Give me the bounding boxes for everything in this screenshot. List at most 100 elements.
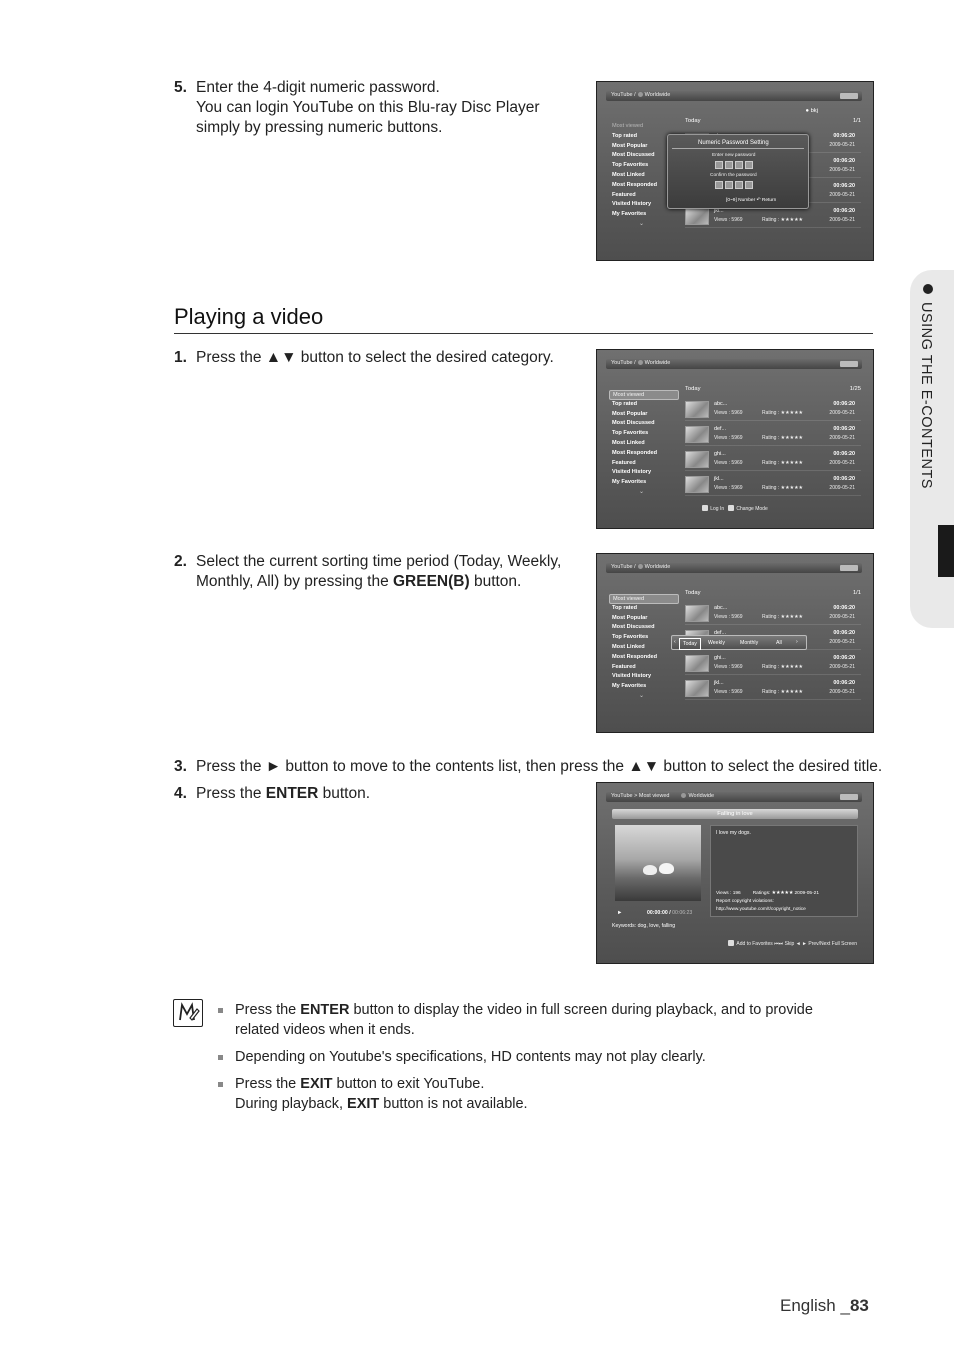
menu-item[interactable]: Most Responded bbox=[612, 653, 658, 660]
menu-item[interactable]: Top rated bbox=[612, 132, 638, 139]
b-button-icon bbox=[728, 940, 735, 946]
confirm-password-input[interactable] bbox=[715, 181, 753, 189]
menu-item[interactable]: Most Popular bbox=[612, 142, 648, 149]
screen-topbar: YouTube /Worldwide bbox=[606, 359, 862, 369]
globe-icon bbox=[637, 92, 643, 97]
screen-footer: Log In Change Mode bbox=[597, 505, 873, 512]
dialog-hint: [0~9] Number ↶ Return bbox=[726, 198, 777, 203]
step-number: 1. bbox=[174, 349, 187, 366]
menu-item[interactable]: Top rated bbox=[612, 604, 638, 611]
video-description: I love my dogs. bbox=[716, 830, 751, 836]
sort-option-monthly[interactable]: Monthly bbox=[740, 640, 759, 646]
menu-item[interactable]: Most Discussed bbox=[612, 420, 655, 427]
menu-item[interactable]: Top Favorites bbox=[612, 162, 649, 169]
sort-option-all[interactable]: All bbox=[776, 640, 782, 646]
step-text: Select the current sorting time period (… bbox=[196, 553, 562, 570]
menu-item[interactable]: Top Favorites bbox=[612, 634, 649, 641]
thumbnail bbox=[685, 426, 709, 443]
menu-item[interactable]: Featured bbox=[612, 459, 636, 466]
side-tab-marker bbox=[938, 525, 954, 577]
b-button-icon bbox=[728, 505, 735, 511]
menu-item[interactable]: Most Popular bbox=[612, 410, 648, 417]
menu-item[interactable]: Most Popular bbox=[612, 614, 648, 621]
page-number: 83 bbox=[849, 1296, 869, 1315]
menu-item[interactable]: My Favorites bbox=[612, 211, 647, 218]
step-text: Press the ► button to move to the conten… bbox=[196, 758, 883, 775]
password-input[interactable] bbox=[715, 161, 753, 169]
menu-item-selected[interactable]: Most viewed bbox=[609, 594, 679, 604]
menu-item[interactable]: Top rated bbox=[612, 400, 638, 407]
menu-item-selected[interactable]: Most viewed bbox=[609, 390, 679, 400]
divider bbox=[174, 333, 873, 334]
menu-item[interactable]: Visited History bbox=[612, 201, 652, 208]
note-item: Press the EXIT button to exit YouTube.Du… bbox=[218, 1074, 858, 1114]
step-1: 1. Press the ▲▼ button to select the des… bbox=[174, 348, 554, 368]
menu-item[interactable]: Most viewed bbox=[612, 123, 644, 129]
menu-item[interactable]: Most Responded bbox=[612, 449, 658, 456]
screenshot-password: YouTube /Worldwide ● bkj Most viewed Top… bbox=[596, 81, 874, 261]
sort-period-bar[interactable]: ‹ Today Weekly Monthly All › bbox=[671, 635, 807, 650]
user-icon: ● bbox=[805, 108, 809, 114]
menu-item[interactable]: Most Responded bbox=[612, 181, 658, 188]
menu-item[interactable]: Most Linked bbox=[612, 439, 645, 446]
screenshot-category-list: YouTube /Worldwide Most viewed Top rated… bbox=[596, 349, 874, 529]
video-frame[interactable] bbox=[615, 825, 701, 901]
button-name: ENTER bbox=[265, 785, 319, 802]
screenshot-sort-period: YouTube /Worldwide Most viewed Top rated… bbox=[596, 553, 874, 733]
play-icon[interactable]: ► bbox=[617, 910, 623, 916]
chevron-left-icon[interactable]: ‹ bbox=[674, 639, 676, 645]
step-number: 5. bbox=[174, 79, 187, 96]
button-name: GREEN(B) bbox=[393, 573, 470, 590]
menu-item[interactable]: Featured bbox=[612, 191, 636, 198]
step-number: 4. bbox=[174, 785, 187, 802]
sort-option-weekly[interactable]: Weekly bbox=[708, 640, 725, 646]
note-item: Depending on Youtube's specifications, H… bbox=[218, 1047, 858, 1067]
chevron-down-icon: ⌄ bbox=[639, 221, 645, 227]
breadcrumb: YouTube / bbox=[611, 92, 636, 98]
region-label: Worldwide bbox=[644, 92, 671, 98]
field-label: Enter new password bbox=[712, 153, 756, 158]
video-content bbox=[659, 863, 674, 874]
note-item: Press the ENTER button to display the vi… bbox=[218, 1000, 858, 1040]
login-hint: Log In bbox=[710, 506, 725, 512]
category-menu: Most viewed Top rated Most Popular Most … bbox=[609, 594, 679, 692]
thumbnail bbox=[685, 655, 709, 672]
menu-item[interactable]: Top Favorites bbox=[612, 430, 649, 437]
step-number: 3. bbox=[174, 758, 187, 775]
page-indicator: 1/1 bbox=[852, 118, 861, 124]
menu-item[interactable]: Visited History bbox=[612, 673, 652, 680]
menu-item[interactable]: Featured bbox=[612, 663, 636, 670]
thumbnail bbox=[685, 680, 709, 697]
step-5: 5. Enter the 4-digit numeric password. Y… bbox=[174, 78, 540, 138]
menu-item[interactable]: Most Discussed bbox=[612, 624, 655, 631]
globe-icon bbox=[637, 360, 643, 365]
menu-item[interactable]: My Favorites bbox=[612, 479, 647, 486]
menu-item[interactable]: Most Discussed bbox=[612, 152, 655, 159]
section-title: Playing a video bbox=[174, 304, 324, 329]
menu-item[interactable]: Visited History bbox=[612, 469, 652, 476]
youtube-logo-icon bbox=[840, 361, 858, 367]
menu-item[interactable]: Most Linked bbox=[612, 643, 645, 650]
category-menu: Most viewed Top rated Most Popular Most … bbox=[609, 390, 679, 488]
sort-option-today[interactable]: Today bbox=[679, 638, 701, 650]
menu-item[interactable]: Most Linked bbox=[612, 171, 645, 178]
chevron-right-icon[interactable]: › bbox=[796, 639, 798, 645]
chevron-down-icon: ⌄ bbox=[639, 489, 645, 495]
menu-item[interactable]: My Favorites bbox=[612, 683, 647, 690]
note-icon bbox=[173, 999, 203, 1027]
password-dialog: Numeric Password Setting Enter new passw… bbox=[667, 134, 809, 209]
a-button-icon bbox=[702, 505, 709, 511]
player-controls-hint: Add to Favorites ⏮⏭ Skip ◄ ► Prev/Next F… bbox=[736, 941, 857, 947]
step-text: You can login YouTube on this Blu-ray Di… bbox=[196, 99, 540, 116]
chevron-down-icon: ⌄ bbox=[639, 693, 645, 699]
